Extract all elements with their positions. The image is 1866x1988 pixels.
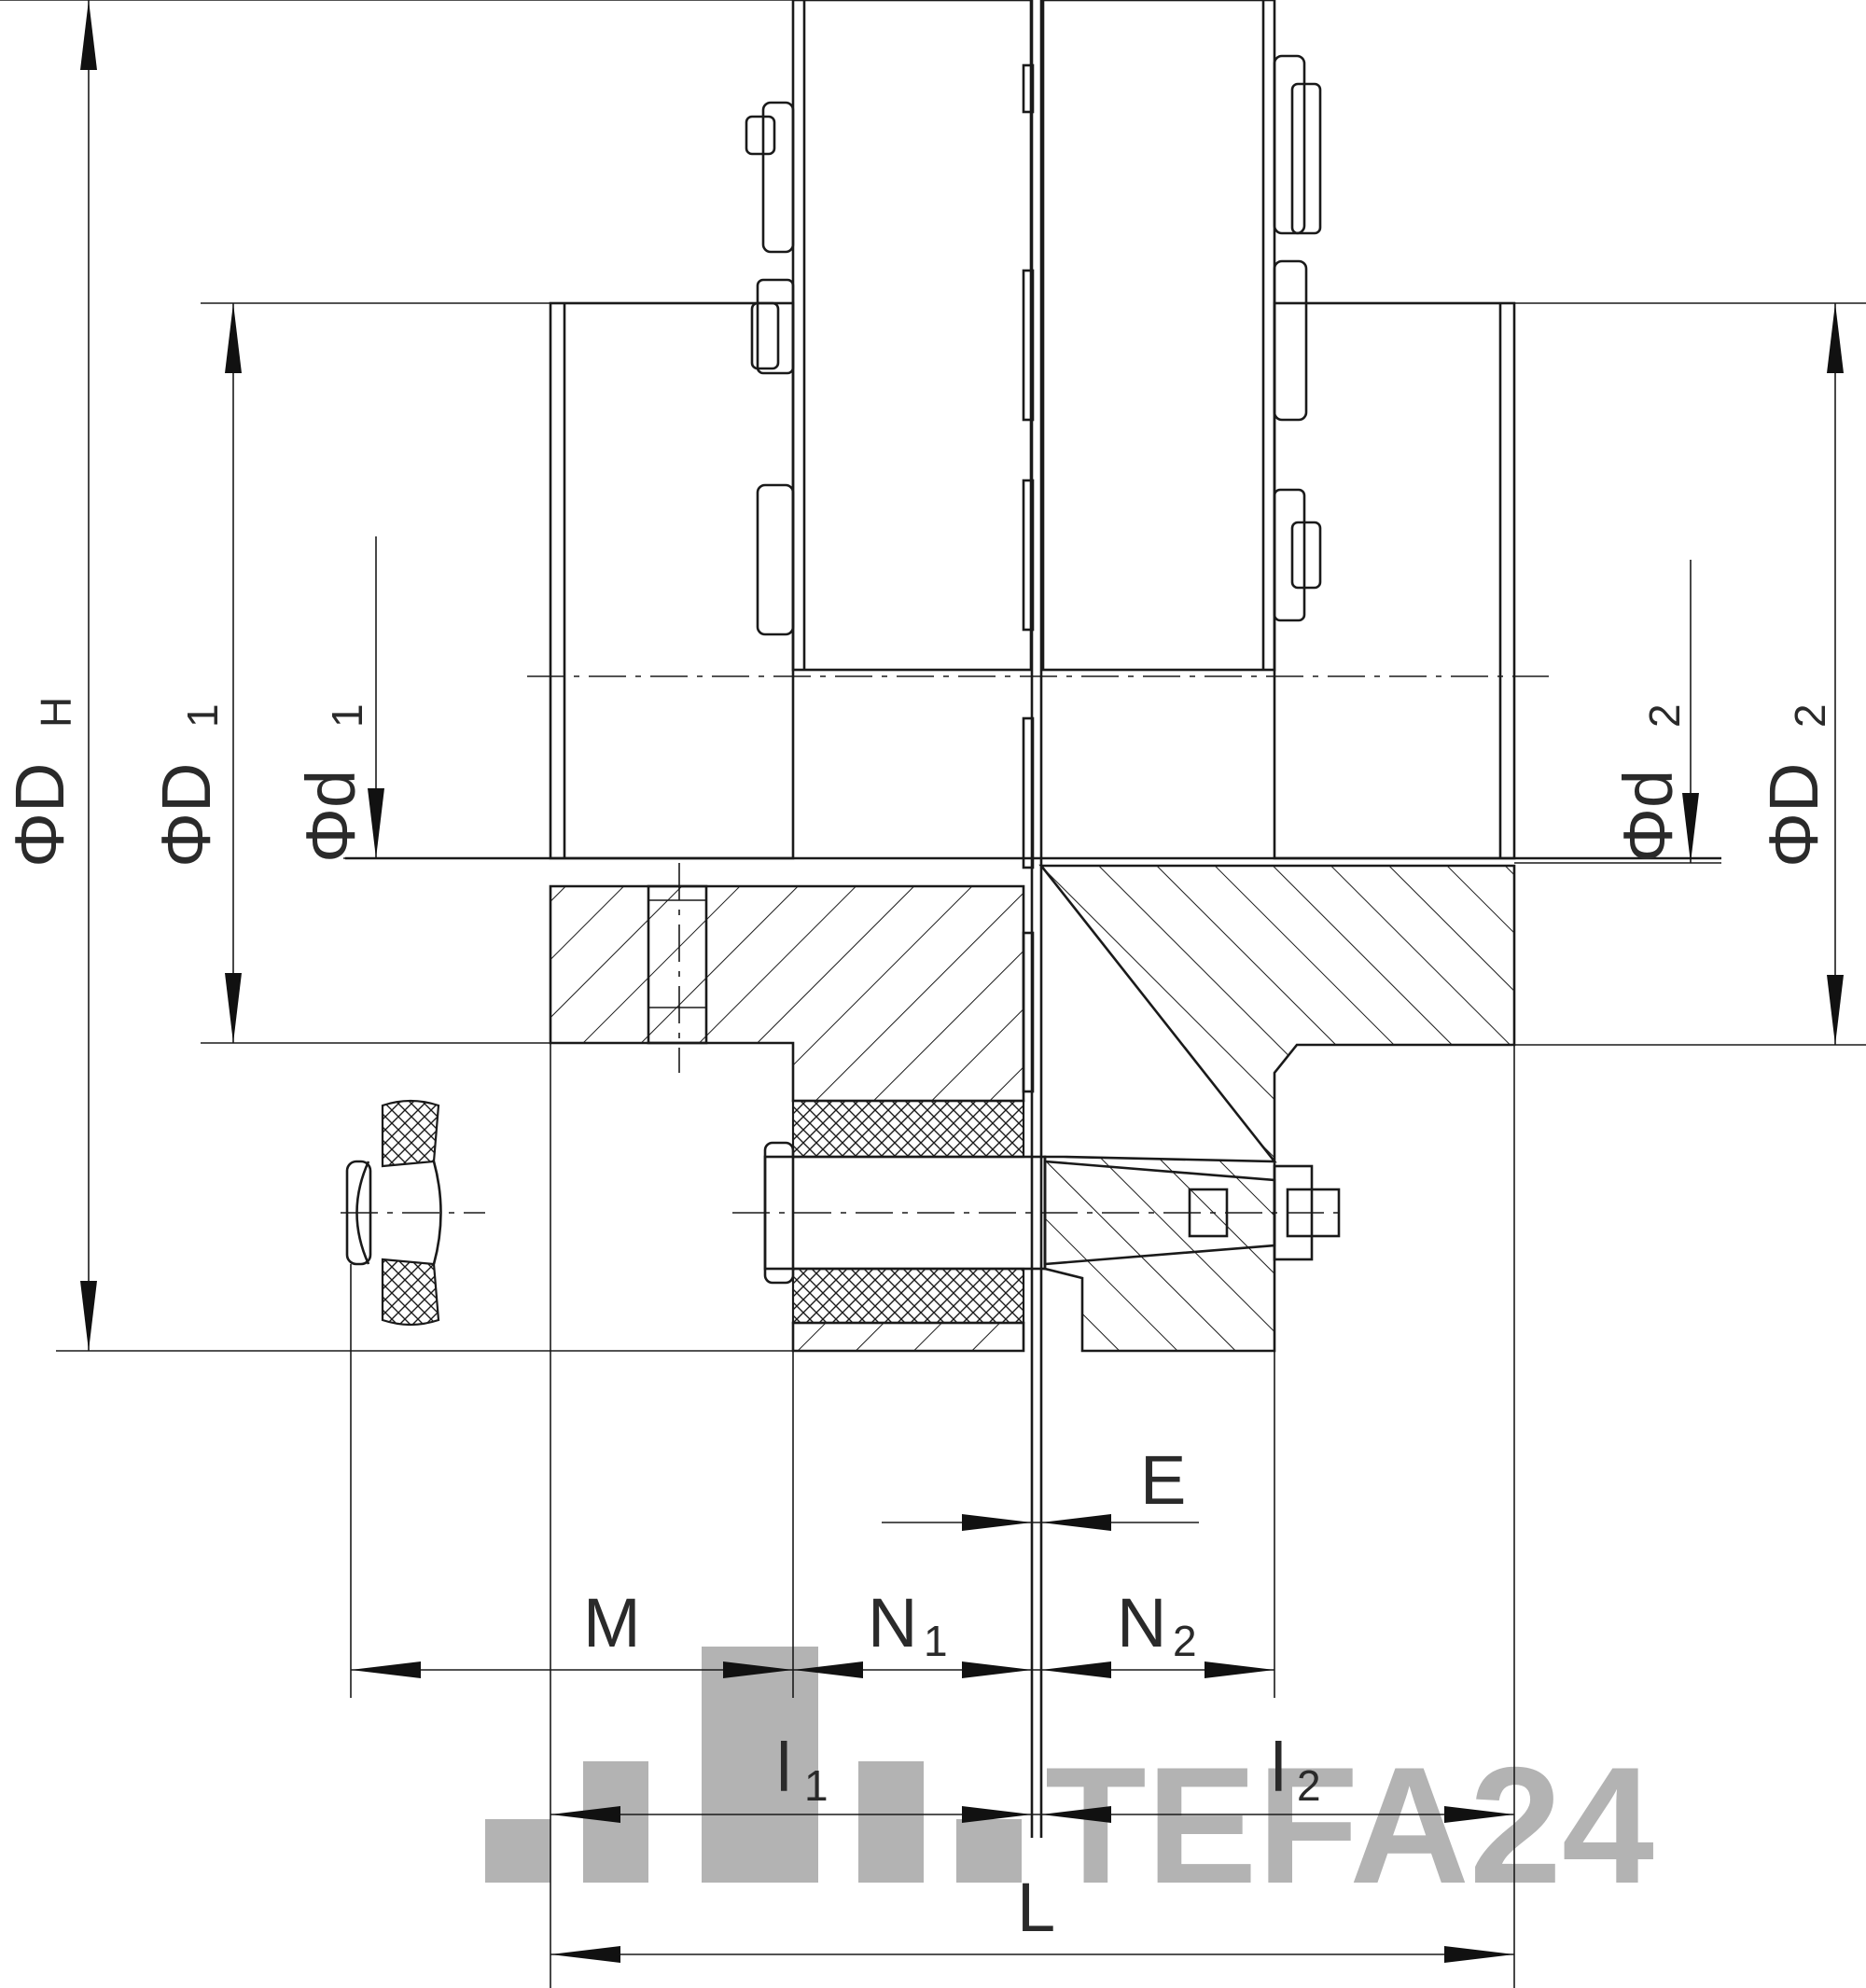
- label-l2-sub: 2: [1297, 1761, 1321, 1810]
- elastomer-element: [345, 1099, 442, 1327]
- bolt-group-left: [745, 101, 795, 636]
- label-n1-sub: 1: [924, 1617, 948, 1665]
- label-n2: N: [1117, 1584, 1166, 1661]
- dimension-lines: [80, 0, 1844, 1963]
- label-dh: ΦD: [1, 763, 78, 868]
- label-l1: l: [776, 1729, 791, 1806]
- watermark-bar-5: [956, 1819, 1022, 1883]
- label-n2-sub: 2: [1173, 1617, 1197, 1665]
- label-d1-small-sub: 1: [323, 703, 371, 728]
- label-d2-big: ΦD: [1755, 763, 1832, 868]
- label-e: E: [1140, 1441, 1186, 1519]
- label-d1-big-sub: 1: [178, 703, 227, 728]
- label-d2-big-sub: 2: [1786, 703, 1834, 728]
- label-l2: l: [1271, 1729, 1286, 1806]
- label-l: L: [1017, 1869, 1055, 1946]
- label-dh-sub: H: [32, 697, 80, 728]
- bolt-group-right: [1273, 54, 1322, 622]
- label-d1-small: Φd: [292, 770, 369, 863]
- watermark-bar-3: [702, 1647, 818, 1883]
- watermark-bar-4: [858, 1761, 924, 1883]
- label-l1-sub: 1: [804, 1761, 829, 1810]
- watermark-bar-1: [485, 1819, 550, 1883]
- section-view: [549, 864, 1516, 1353]
- watermark: TEFA24: [485, 1647, 1654, 1918]
- label-d2-small: Φd: [1609, 770, 1687, 863]
- label-n1: N: [868, 1584, 917, 1661]
- label-d1-big: ΦD: [147, 763, 225, 868]
- label-m: M: [583, 1584, 641, 1661]
- watermark-text: TEFA24: [1045, 1732, 1654, 1918]
- dimension-labels: ΦD H ΦD 1 Φd 1 Φd 2 ΦD 2 E M N 1 N 2 l 1…: [1, 697, 1834, 1946]
- label-d2-small-sub: 2: [1640, 703, 1689, 728]
